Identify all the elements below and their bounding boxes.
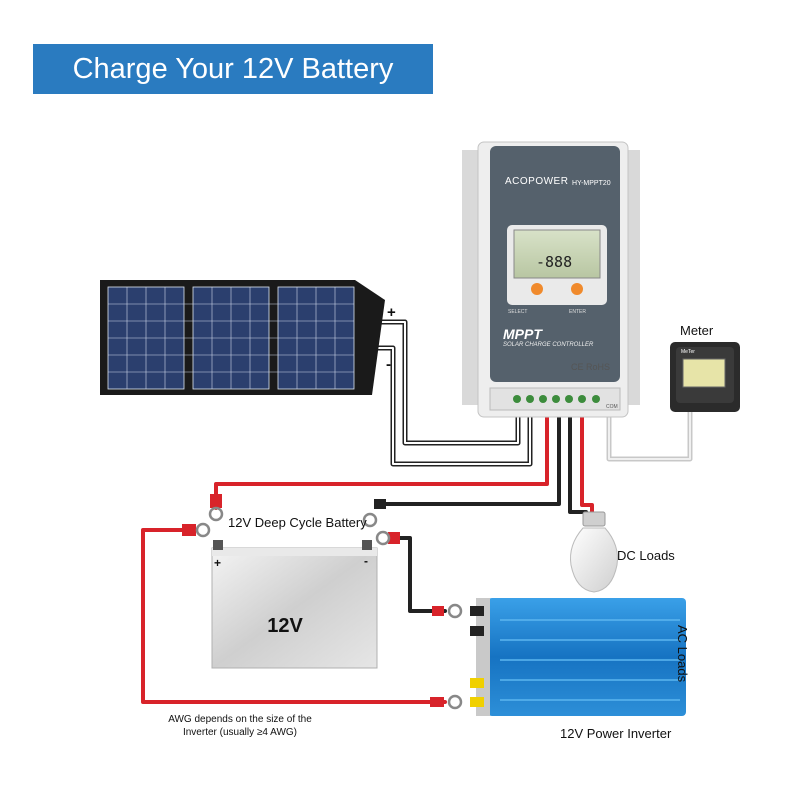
- wire-battery-negative: [378, 410, 561, 506]
- battery-terminal-positive: [213, 540, 223, 550]
- battery-minus-label: -: [364, 554, 368, 568]
- select-button-label: SELECT: [508, 309, 528, 315]
- panel-minus-label: -: [386, 356, 391, 373]
- battery-plus-label: +: [214, 556, 222, 570]
- power-inverter: [470, 598, 686, 716]
- inverter-terminal-positive: [470, 678, 484, 688]
- controller-mppt-label: MPPT: [503, 326, 542, 342]
- wire-load-negative: [580, 410, 594, 514]
- ring-terminal: [375, 530, 391, 546]
- page-title: Charge Your 12V Battery: [72, 52, 394, 85]
- awg-note: AWG depends on the size of the Inverter …: [168, 714, 312, 738]
- ring-terminal: [362, 512, 378, 528]
- wires: [141, 319, 693, 704]
- enter-button: [571, 283, 583, 295]
- meter-brand: MeTer: [681, 349, 695, 355]
- solar-panel: [100, 280, 385, 395]
- ac-loads-label: AC Loads: [675, 625, 690, 683]
- remote-meter: [670, 342, 740, 412]
- ring-terminal: [195, 522, 211, 538]
- wire-battery-positive: [214, 410, 549, 510]
- wire-inverter-negative: [396, 536, 447, 613]
- lcd-screen: [513, 229, 601, 279]
- dc-loads-label: DC Loads: [617, 548, 675, 563]
- panel-plus-label: +: [387, 304, 396, 321]
- ring-terminal: [447, 694, 463, 710]
- light-bulb: [570, 511, 618, 593]
- wire-inverter-positive: [141, 528, 447, 704]
- ring-terminal: [447, 603, 463, 619]
- title-bar-bg: [33, 44, 433, 94]
- enter-button-label: ENTER: [569, 309, 586, 315]
- ring-terminal: [208, 506, 224, 522]
- controller-com-label: COM: [606, 404, 618, 410]
- inverter-terminal-negative: [470, 606, 484, 616]
- controller-cert: CE RoHS: [571, 362, 611, 372]
- wire-load-positive: [568, 410, 588, 514]
- meter-label: Meter: [680, 323, 714, 338]
- controller-brand: ACOPOWER: [505, 176, 569, 187]
- inverter-label: 12V Power Inverter: [560, 726, 672, 741]
- battery-face-label: 12V: [267, 615, 303, 637]
- controller-model: HY-MPPT20: [572, 180, 611, 187]
- select-button: [531, 283, 543, 295]
- battery: [211, 540, 378, 669]
- controller-lcd-reading: -888: [536, 253, 573, 271]
- battery-terminal-negative: [362, 540, 372, 550]
- charge-controller: [462, 141, 640, 418]
- controller-subtitle: SOLAR CHARGE CONTROLLER: [503, 342, 594, 348]
- meter-screen: [682, 358, 726, 388]
- inverter-terminal-positive: [470, 697, 484, 707]
- battery-label: 12V Deep Cycle Battery: [228, 515, 367, 530]
- terminals: [182, 494, 463, 710]
- inverter-terminal-negative: [470, 626, 484, 636]
- wire-meter-cable: [606, 409, 693, 462]
